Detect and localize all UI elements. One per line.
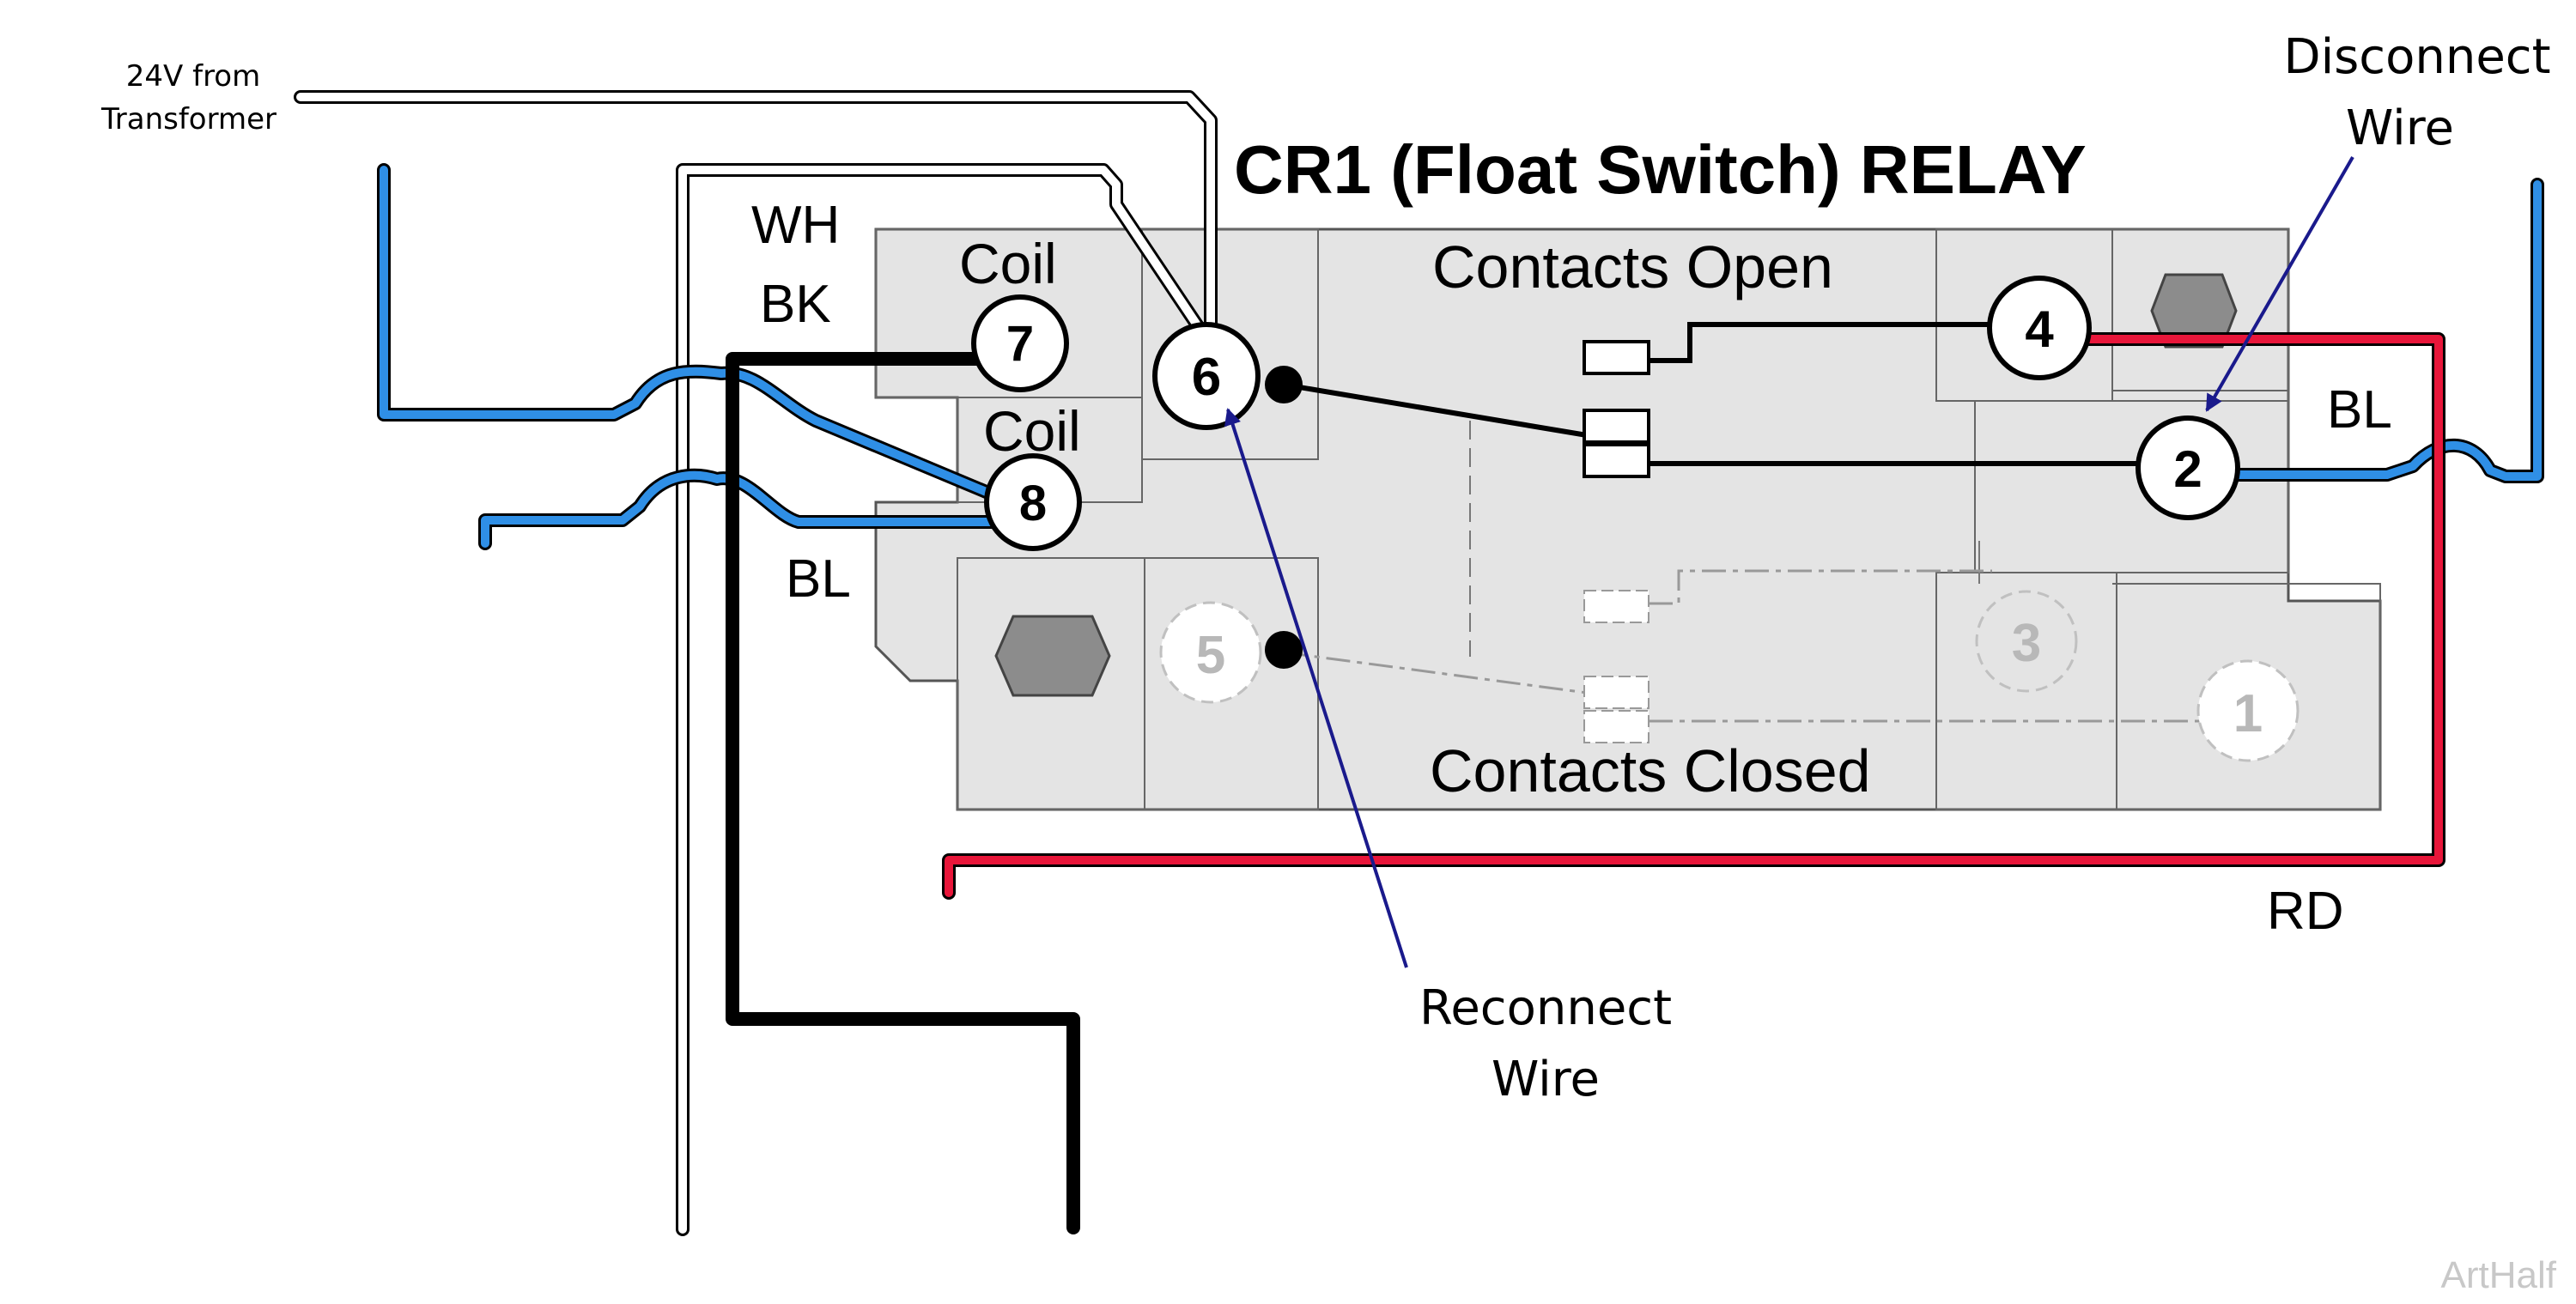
blue-wire-right — [2226, 178, 2544, 483]
svg-text:4: 4 — [2025, 300, 2054, 358]
terminal-3: 3 — [1975, 590, 2078, 693]
disconnect-label-2: Wire — [2346, 100, 2454, 156]
svg-text:2: 2 — [2173, 440, 2202, 498]
screw-bottom-left — [994, 615, 1111, 697]
svg-text:8: 8 — [1019, 476, 1047, 531]
terminal-2: 2 — [2136, 415, 2240, 520]
pivot-dot-bottom — [1265, 631, 1303, 669]
svg-text:5: 5 — [1196, 626, 1225, 685]
terminal-5: 5 — [1159, 601, 1262, 704]
disconnect-label: Disconnect — [2283, 29, 2550, 85]
source-label-2: Transformer — [100, 102, 276, 136]
terminal-5-housing — [1144, 557, 1319, 810]
blue-wire-left-top — [377, 163, 1012, 506]
terminal-4: 4 — [1987, 276, 2092, 380]
contacts-closed-label: Contacts Closed — [1430, 737, 1871, 804]
diagram-title: CR1 (Float Switch) RELAY — [1234, 131, 2087, 208]
svg-text:6: 6 — [1192, 348, 1221, 407]
terminal-8: 8 — [984, 453, 1082, 551]
terminal-1-housing — [2116, 583, 2381, 810]
svg-text:3: 3 — [2012, 614, 2041, 673]
contacts-open-label: Contacts Open — [1432, 234, 1833, 300]
svg-text:7: 7 — [1006, 316, 1034, 372]
black-wire-bk — [726, 352, 1080, 1234]
wh-label: WH — [751, 196, 840, 255]
bl-label-left: BL — [786, 549, 851, 609]
contact-wire-inactive — [1283, 569, 2207, 723]
white-wire-transformer — [294, 90, 1218, 333]
screw-top-right — [2150, 273, 2238, 349]
disconnect-arrow — [2205, 156, 2354, 412]
pivot-dot-top — [1265, 366, 1303, 403]
rd-label: RD — [2267, 882, 2344, 941]
reconnect-arrow — [1224, 408, 1408, 968]
red-wire — [942, 332, 2445, 900]
contact-blades-inactive — [1583, 590, 1649, 743]
coil-label-top: Coil — [959, 232, 1057, 295]
svg-text:1: 1 — [2233, 684, 2263, 743]
bl-label-right: BL — [2327, 380, 2392, 440]
watermark: ArtHalf — [2441, 1254, 2557, 1296]
terminal-6-housing — [1141, 228, 1319, 460]
coil-label-bottom: Coil — [983, 399, 1081, 463]
reconnect-label: Reconnect — [1419, 980, 1672, 1036]
blue-wire-left-bottom — [478, 468, 1012, 550]
terminal-1: 1 — [2196, 659, 2300, 762]
contact-wire-open — [1649, 322, 2005, 363]
white-wire-wh — [676, 163, 1205, 1236]
terminal-2-housing — [1974, 400, 2289, 573]
contact-wire-common — [1283, 382, 1588, 438]
terminal-7: 7 — [971, 294, 1069, 392]
contact-blades-active — [1583, 340, 1650, 478]
source-label: 24V from — [126, 59, 260, 94]
reconnect-label-2: Wire — [1492, 1052, 1600, 1107]
bk-label: BK — [760, 275, 831, 334]
terminal-6: 6 — [1152, 322, 1261, 430]
